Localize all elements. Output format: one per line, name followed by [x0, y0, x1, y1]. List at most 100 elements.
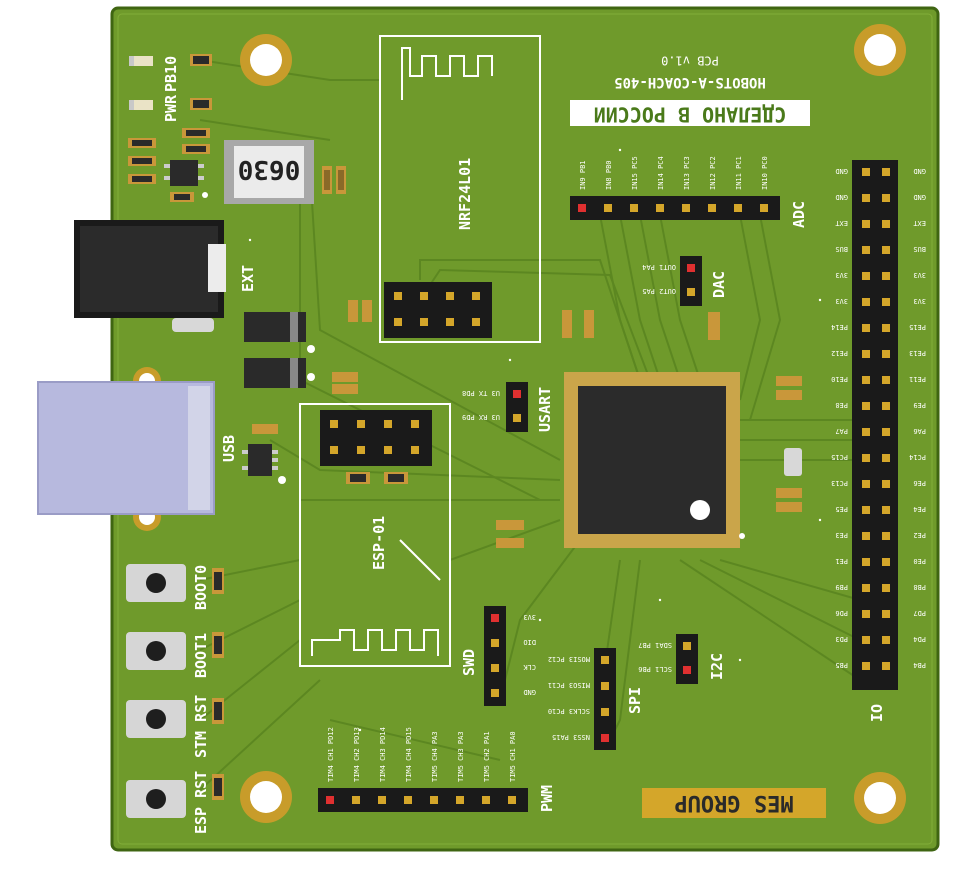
nrf-pin[interactable]	[472, 318, 480, 326]
io-pin-right[interactable]	[882, 610, 890, 618]
label-stm-rst: STM RST	[192, 695, 210, 758]
io-pin-right[interactable]	[882, 428, 890, 436]
io-pin-left[interactable]	[862, 532, 870, 540]
io-pin-left[interactable]	[862, 584, 870, 592]
pwm-pin-label: TIM5 CH3 PA3	[457, 731, 465, 782]
io-pin-right[interactable]	[882, 662, 890, 670]
io-pin-right[interactable]	[882, 220, 890, 228]
io-pin-right[interactable]	[882, 298, 890, 306]
esp-pin[interactable]	[411, 420, 419, 428]
io-pin-left[interactable]	[862, 272, 870, 280]
pwm-pin[interactable]	[378, 796, 386, 804]
io-pin-right[interactable]	[882, 636, 890, 644]
io-pin-right[interactable]	[882, 584, 890, 592]
i2c-pin[interactable]	[683, 666, 691, 674]
adc-pin[interactable]	[604, 204, 612, 212]
swd-pin[interactable]	[491, 689, 499, 697]
io-pin-right[interactable]	[882, 376, 890, 384]
spi-pin-label: NSS3 PA15	[552, 733, 590, 741]
pwm-pin[interactable]	[352, 796, 360, 804]
io-pin-right[interactable]	[882, 324, 890, 332]
io-label-right: PE11	[909, 375, 926, 383]
io-pin-right[interactable]	[882, 454, 890, 462]
io-pin-left[interactable]	[862, 324, 870, 332]
io-pin-right[interactable]	[882, 506, 890, 514]
io-label-left: PE3	[835, 531, 848, 539]
spi-pin[interactable]	[601, 682, 609, 690]
pwm-pin[interactable]	[404, 796, 412, 804]
esp-pin[interactable]	[384, 446, 392, 454]
io-label-left: PE10	[831, 375, 848, 383]
io-pin-left[interactable]	[862, 480, 870, 488]
io-pin-right[interactable]	[882, 272, 890, 280]
label-ext: EXT	[239, 265, 257, 292]
io-pin-left[interactable]	[862, 428, 870, 436]
io-pin-left[interactable]	[862, 402, 870, 410]
spi-pin[interactable]	[601, 708, 609, 716]
io-pin-left[interactable]	[862, 506, 870, 514]
nrf-pin[interactable]	[420, 318, 428, 326]
nrf-pin[interactable]	[420, 292, 428, 300]
pwm-pin[interactable]	[482, 796, 490, 804]
adc-pin[interactable]	[682, 204, 690, 212]
esp-pin[interactable]	[411, 446, 419, 454]
spi-pin[interactable]	[601, 734, 609, 742]
esp-reset-button[interactable]	[126, 774, 224, 818]
stm-reset-button[interactable]	[126, 698, 224, 738]
dac-pin[interactable]	[687, 264, 695, 272]
esp-pin[interactable]	[384, 420, 392, 428]
usart-pin[interactable]	[513, 414, 521, 422]
usart-pin[interactable]	[513, 390, 521, 398]
adc-pin[interactable]	[708, 204, 716, 212]
pwm-pin[interactable]	[456, 796, 464, 804]
nrf-pin[interactable]	[446, 318, 454, 326]
io-pin-left[interactable]	[862, 350, 870, 358]
adc-pin[interactable]	[630, 204, 638, 212]
esp-pin[interactable]	[357, 446, 365, 454]
io-pin-left[interactable]	[862, 194, 870, 202]
io-pin-right[interactable]	[882, 402, 890, 410]
adc-pin[interactable]	[734, 204, 742, 212]
io-label-left: BUS	[835, 245, 848, 253]
nrf-pin[interactable]	[394, 318, 402, 326]
swd-pin[interactable]	[491, 664, 499, 672]
swd-pin[interactable]	[491, 639, 499, 647]
pwm-pin-label: TIM4 CH1 PD12	[327, 727, 335, 782]
pwm-pin[interactable]	[508, 796, 516, 804]
esp-pin[interactable]	[330, 446, 338, 454]
nrf-pin[interactable]	[394, 292, 402, 300]
io-pin-left[interactable]	[862, 246, 870, 254]
io-pin-left[interactable]	[862, 376, 870, 384]
io-pin-right[interactable]	[882, 168, 890, 176]
io-pin-left[interactable]	[862, 220, 870, 228]
io-pin-left[interactable]	[862, 610, 870, 618]
io-pin-left[interactable]	[862, 636, 870, 644]
esp-pin[interactable]	[357, 420, 365, 428]
io-pin-right[interactable]	[882, 246, 890, 254]
boot0-button[interactable]	[126, 564, 224, 602]
dac-pin[interactable]	[687, 288, 695, 296]
nrf-pin[interactable]	[446, 292, 454, 300]
boot1-button[interactable]	[126, 632, 224, 670]
spi-pin[interactable]	[601, 656, 609, 664]
nrf-pin[interactable]	[472, 292, 480, 300]
io-pin-left[interactable]	[862, 298, 870, 306]
io-pin-left[interactable]	[862, 558, 870, 566]
pwm-pin[interactable]	[430, 796, 438, 804]
adc-pin[interactable]	[656, 204, 664, 212]
io-pin-right[interactable]	[882, 558, 890, 566]
capacitors-top	[322, 166, 372, 394]
io-pin-left[interactable]	[862, 662, 870, 670]
swd-pin[interactable]	[491, 614, 499, 622]
io-pin-right[interactable]	[882, 480, 890, 488]
esp-pin[interactable]	[330, 420, 338, 428]
io-pin-right[interactable]	[882, 532, 890, 540]
adc-pin[interactable]	[760, 204, 768, 212]
i2c-pin[interactable]	[683, 642, 691, 650]
adc-pin[interactable]	[578, 204, 586, 212]
io-pin-right[interactable]	[882, 194, 890, 202]
pwm-pin[interactable]	[326, 796, 334, 804]
io-pin-left[interactable]	[862, 454, 870, 462]
io-pin-right[interactable]	[882, 350, 890, 358]
io-pin-left[interactable]	[862, 168, 870, 176]
